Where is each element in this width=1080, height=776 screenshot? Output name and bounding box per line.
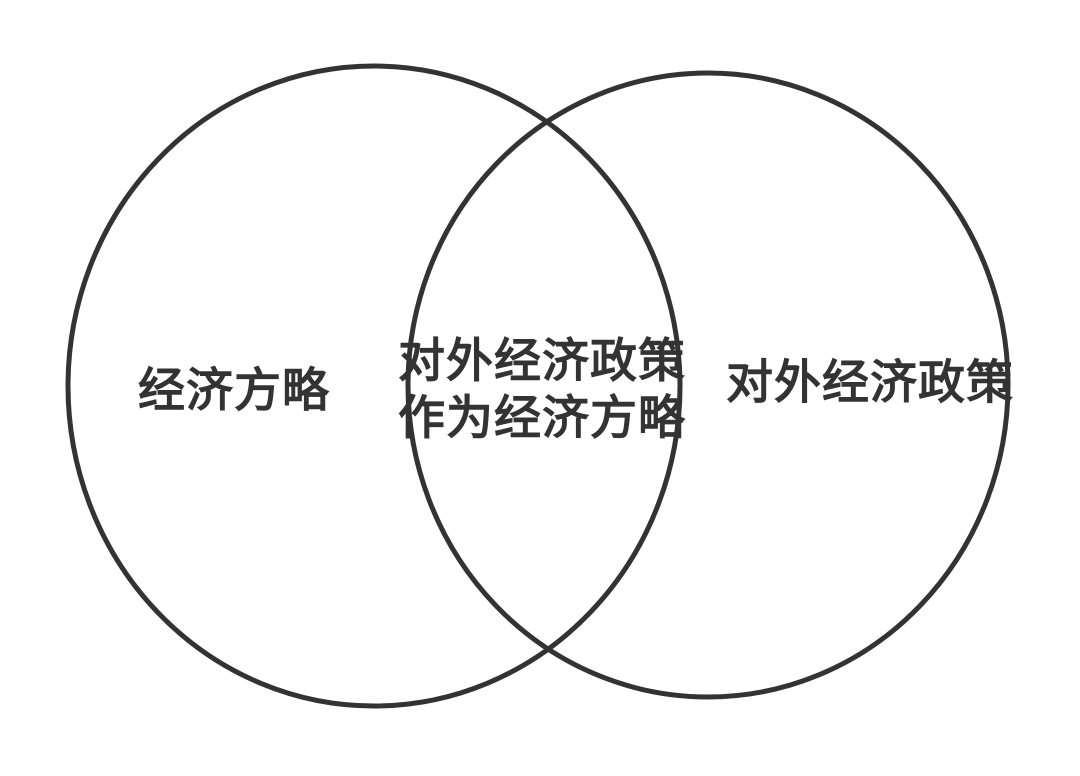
- left-set-label: 经济方略: [138, 363, 330, 417]
- intersection-label-line2: 作为经济方略: [398, 391, 686, 444]
- left-circle: [65, 63, 683, 709]
- intersection-label-line1: 对外经济政策: [398, 334, 686, 387]
- intersection-label: 对外经济政策 作为经济方略: [398, 332, 686, 446]
- right-circle: [405, 70, 1011, 700]
- right-set-label: 对外经济政策: [726, 355, 1014, 409]
